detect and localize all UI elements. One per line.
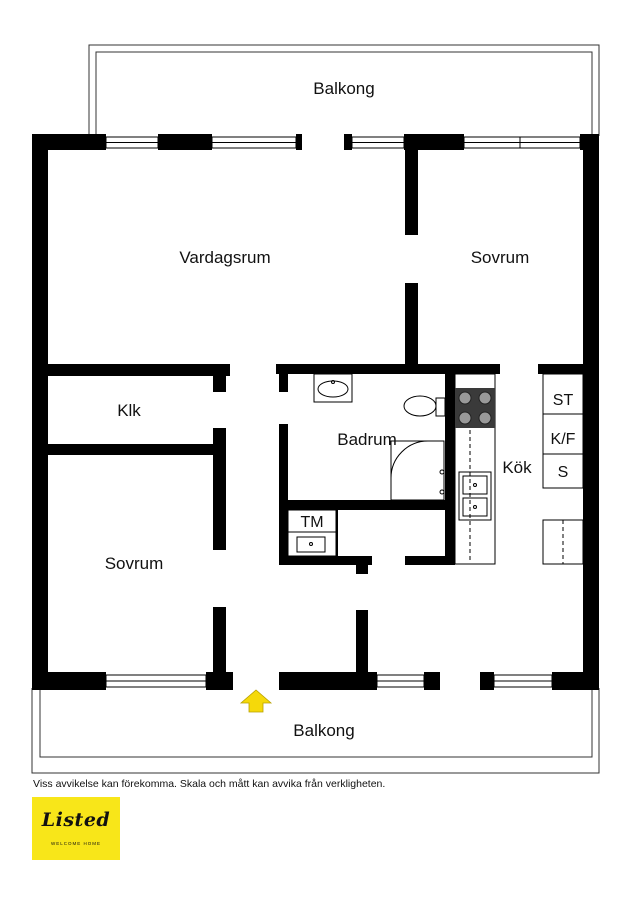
stove-icon xyxy=(455,388,495,428)
room-label-kok: Kök xyxy=(502,458,532,477)
shower-icon xyxy=(390,440,445,501)
washbasin-icon xyxy=(313,373,353,403)
windows xyxy=(105,136,581,688)
kitchen-counter xyxy=(454,373,496,565)
disclaimer-text: Viss avvikelse kan förekomma. Skala och … xyxy=(33,778,386,790)
toilet-icon xyxy=(403,395,446,417)
room-label-sovrum-right: Sovrum xyxy=(471,248,530,267)
balcony-bottom xyxy=(31,688,600,774)
listed-logo: Listed WELCOME HOME xyxy=(32,797,120,860)
balcony-top xyxy=(88,44,600,136)
kitchen-sink-icon xyxy=(458,471,492,521)
room-label-balkong-bottom: Balkong xyxy=(293,721,354,740)
room-label-klk: Klk xyxy=(117,401,141,420)
entrance-arrow-icon xyxy=(239,689,273,713)
room-label-sovrum-left: Sovrum xyxy=(105,554,164,573)
laundry-sink-icon xyxy=(287,509,337,557)
room-label-balkong-top: Balkong xyxy=(313,79,374,98)
appliance-label-s: S xyxy=(558,464,569,481)
appliance-column xyxy=(542,373,584,565)
interior-walls xyxy=(48,150,583,672)
exterior-walls xyxy=(32,134,599,690)
logo-wordmark: Listed xyxy=(41,809,111,831)
room-label-tm: TM xyxy=(300,514,323,531)
logo-tagline: WELCOME HOME xyxy=(50,841,101,846)
room-label-vardagsrum: Vardagsrum xyxy=(179,248,270,267)
appliance-label-st: ST xyxy=(553,392,574,409)
room-label-badrum: Badrum xyxy=(337,430,397,449)
appliance-label-kf: K/F xyxy=(551,431,576,448)
